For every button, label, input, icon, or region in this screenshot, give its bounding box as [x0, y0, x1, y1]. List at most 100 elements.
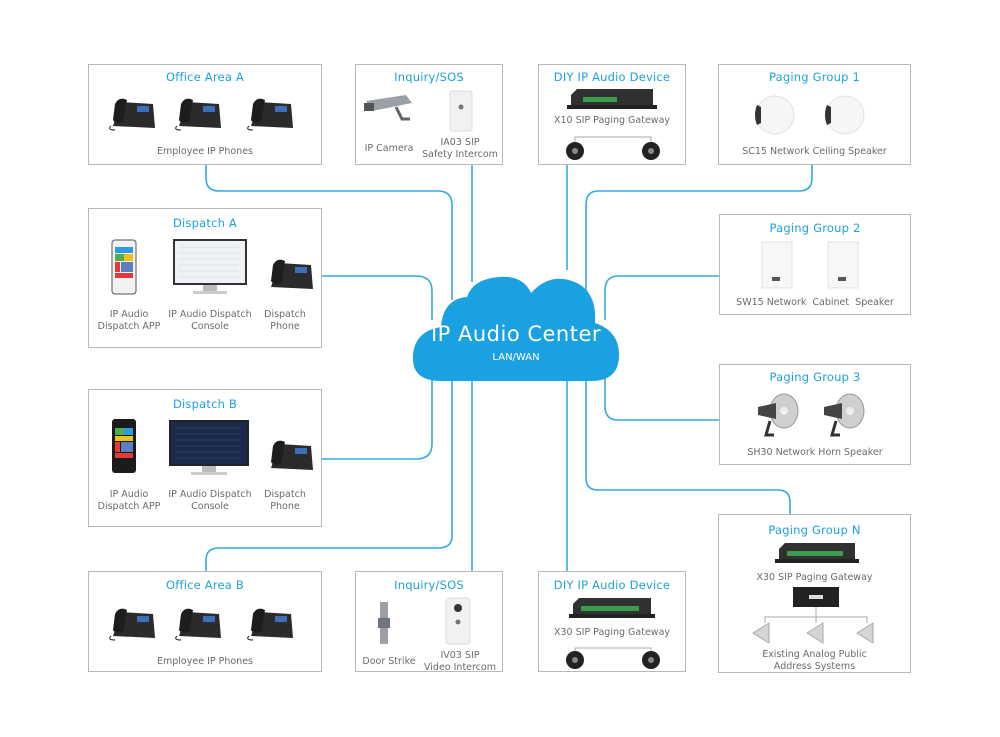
paging-gateway-icon	[569, 598, 655, 618]
group-caption: Employee IP Phones	[157, 146, 253, 157]
dispatch-console-monitor-icon	[173, 239, 247, 294]
safety-intercom-icon	[449, 90, 473, 132]
paging-gateway-icon	[775, 543, 859, 563]
group-title: Paging Group 2	[769, 221, 861, 235]
group-title: Paging Group N	[768, 523, 861, 537]
group-title: Inquiry/SOS	[394, 70, 464, 84]
wire-paging3	[604, 370, 719, 421]
group-title: Dispatch A	[172, 216, 238, 230]
ip-phone-icon	[109, 98, 155, 131]
label-line: Phone	[270, 501, 300, 512]
group-diy-ip-audio-device-bottom[interactable]: DIY IP Audio Device X30 SIP Paging Gatew…	[538, 571, 686, 672]
wire-paging1	[585, 164, 813, 300]
dispatch-app-phone-icon	[112, 419, 136, 473]
group-caption: Employee IP Phones	[157, 656, 253, 667]
dispatch-phone-icon	[271, 440, 313, 470]
group-caption: SH30 Network Horn Speaker	[747, 447, 883, 458]
video-intercom-icon	[445, 597, 471, 645]
device-label: Door Strike	[362, 656, 416, 667]
group-title: Dispatch B	[172, 397, 238, 411]
amplifier-and-horns-icon	[752, 587, 874, 644]
group-caption: X30 SIP Paging Gateway	[553, 627, 671, 638]
group-caption: X30 SIP Paging Gateway	[756, 572, 873, 583]
label-line: Safety Intercom	[422, 149, 498, 160]
label-line: Existing Analog Public	[762, 649, 867, 660]
label-line: IP Audio Dispatch	[168, 489, 252, 500]
wire-pagingN	[585, 380, 791, 514]
dispatch-console-monitor-icon	[169, 420, 249, 475]
center-subtitle: LAN/WAN	[492, 352, 540, 363]
cabinet-speaker-icon	[761, 241, 793, 289]
group-paging-n[interactable]: Paging Group N X30 SIP Paging Gateway Ex…	[718, 514, 911, 673]
label-line: Dispatch	[264, 489, 306, 500]
device-label: IP Camera	[364, 143, 414, 154]
speaker-wiring-icon	[566, 647, 660, 669]
label-line: IA03 SIP	[440, 137, 480, 148]
group-title: Inquiry/SOS	[394, 578, 464, 592]
ceiling-speaker-icon	[825, 95, 865, 135]
horn-speaker-icon	[824, 393, 865, 437]
dispatch-phone-icon	[271, 259, 313, 289]
ip-phone-icon	[175, 608, 221, 641]
ip-phone-icon	[247, 98, 293, 131]
label-line: IP Audio Dispatch	[168, 309, 252, 320]
group-office-area-b[interactable]: Office Area B Employee IP Phones	[88, 571, 322, 672]
label-line: Phone	[270, 321, 300, 332]
group-title: DIY IP Audio Device	[553, 70, 671, 84]
ceiling-speaker-icon	[755, 95, 795, 135]
label-line: Dispatch APP	[97, 321, 161, 332]
door-strike-icon	[378, 602, 390, 644]
group-paging-1[interactable]: Paging Group 1 SC15 Network Ceiling Spea…	[718, 64, 911, 165]
label-line: Address Systems	[773, 661, 856, 672]
label-line: Video Intercom	[423, 662, 496, 673]
group-paging-2[interactable]: Paging Group 2 SW15 Network Cabinet Spea…	[719, 214, 911, 315]
center-title: IP Audio Center	[430, 322, 602, 346]
wire-office-b	[205, 380, 453, 571]
cabinet-speaker-icon	[827, 241, 859, 289]
label-line: Dispatch	[264, 309, 306, 320]
ip-camera-icon	[364, 95, 412, 121]
group-paging-3[interactable]: Paging Group 3 SH30 Network Horn Speaker	[719, 364, 911, 465]
wire-dispatch-a	[322, 275, 433, 320]
ip-phone-icon	[175, 98, 221, 131]
dispatch-app-phone-icon	[111, 239, 137, 295]
group-office-area-a[interactable]: Office Area A Employee IP Phones	[88, 64, 322, 165]
label-line: IV03 SIP	[440, 650, 480, 661]
group-caption: X10 SIP Paging Gateway	[553, 115, 671, 126]
group-title: Office Area A	[166, 70, 244, 84]
group-title: Paging Group 3	[769, 370, 861, 384]
label-line: Console	[191, 321, 229, 332]
group-caption: SC15 Network Ceiling Speaker	[742, 146, 887, 157]
label-line: Console	[191, 501, 229, 512]
group-title: Office Area B	[165, 578, 244, 592]
label-line: IP Audio	[109, 489, 149, 500]
wire-paging2	[604, 275, 719, 320]
ip-phone-icon	[247, 608, 293, 641]
label-line: IP Audio	[109, 309, 149, 320]
cloud-icon	[412, 276, 619, 381]
ip-phone-icon	[109, 608, 155, 641]
horn-speaker-icon	[758, 393, 799, 437]
wire-office-a	[205, 164, 453, 300]
wire-dispatch-b	[322, 370, 433, 460]
group-title: Paging Group 1	[769, 70, 860, 84]
label-line: Dispatch APP	[97, 501, 161, 512]
speaker-wiring-icon	[566, 136, 660, 160]
group-title: DIY IP Audio Device	[553, 578, 671, 592]
group-diy-ip-audio-device-top[interactable]: DIY IP Audio Device X10 SIP Paging Gatew…	[538, 64, 686, 165]
group-caption: SW15 Network Cabinet Speaker	[736, 297, 894, 308]
